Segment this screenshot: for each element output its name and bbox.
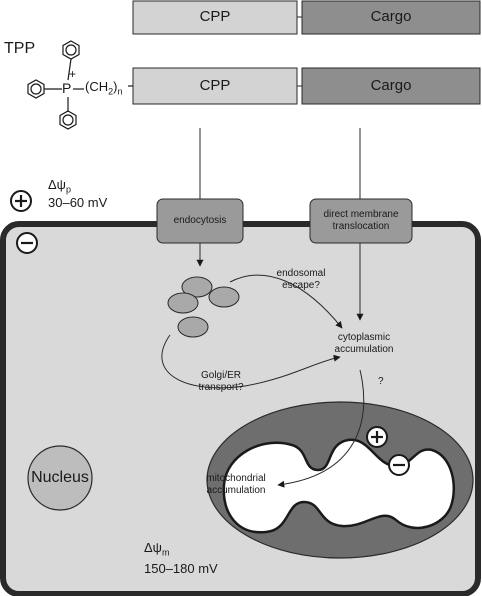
- tpp-cargo-label: Cargo: [370, 77, 412, 94]
- mito-potential-range: 150–180 mV: [144, 561, 218, 576]
- phosphorus-atom: P: [62, 80, 72, 96]
- tpp-cpp-bar: [132, 67, 298, 105]
- mito-potential-subscript: m: [161, 547, 170, 558]
- alkyl-linker: (CH2)n: [85, 79, 123, 97]
- arrow-endosomal-escape: [229, 274, 343, 329]
- endocytosis-label: endocytosis: [173, 215, 227, 226]
- top-cpp-bar: [132, 0, 298, 35]
- phenyl-ring-bottom: [59, 110, 77, 130]
- nucleus-label: Nucleus: [31, 469, 89, 486]
- plus-sign-outside: [10, 190, 32, 212]
- mito-potential-label: Δψm: [144, 540, 170, 558]
- mitochondrion-inner: [222, 438, 455, 534]
- direct-translocation-label: direct membrane translocation: [323, 209, 399, 232]
- tpp-cpp-label: CPP: [199, 77, 231, 94]
- linker-close: ): [113, 79, 118, 94]
- top-cargo-bar: [301, 0, 481, 35]
- arrow-golgi-transport: [161, 334, 341, 389]
- linker-subscript: 2: [108, 86, 114, 97]
- positive-charge: +: [69, 67, 77, 81]
- mito-potential-symbol: Δψ: [144, 540, 162, 555]
- minus-sign-inside: [16, 232, 38, 254]
- plasma-potential-symbol: Δψ: [48, 177, 66, 192]
- endosomes: [167, 276, 240, 338]
- minus-sign-mito: [388, 454, 410, 476]
- plasma-potential-label: Δψp: [48, 177, 71, 195]
- tpp-cargo-bar: [301, 67, 481, 105]
- nucleus: [27, 445, 93, 511]
- golgi-transport-label: Golgi/ER transport?: [198, 370, 244, 393]
- question-mark-label: ?: [378, 376, 384, 387]
- phenyl-ring-top: [62, 40, 80, 60]
- plasma-potential-subscript: p: [65, 184, 71, 195]
- tpp-structure: [27, 40, 133, 130]
- plus-sign-mito: [366, 426, 388, 448]
- top-cpp-label: CPP: [199, 8, 231, 25]
- cytoplasmic-accumulation-label: cytoplasmic accumulation: [334, 332, 394, 355]
- direct-translocation-box: [309, 198, 413, 244]
- tpp-label: TPP: [4, 40, 36, 57]
- plasma-potential-range: 30–60 mV: [48, 195, 108, 210]
- top-cargo-label: Cargo: [370, 8, 412, 25]
- arrow-to-mitochondria: [277, 369, 365, 488]
- endosomal-escape-label: endosomal escape?: [276, 268, 326, 291]
- phenyl-ring-left: [27, 79, 45, 99]
- mitochondrial-accumulation-label: mitochondrial accumulation: [206, 473, 266, 496]
- linker-n: n: [117, 86, 123, 97]
- linker-text: (CH: [85, 79, 109, 94]
